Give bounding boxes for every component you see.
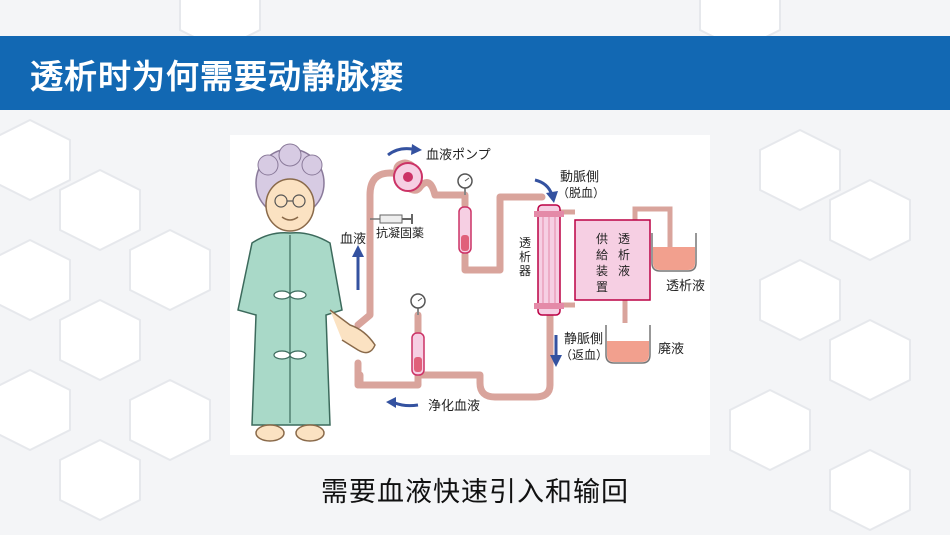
pressure-gauge-arterial <box>457 173 473 195</box>
slide-title: 透析时为何需要动静脉瘘 <box>30 57 404 96</box>
blood-tubing <box>354 159 554 401</box>
label-waste-fluid: 廃液 <box>658 341 684 357</box>
label-dialyzer-ch3: 器 <box>519 264 531 278</box>
label-dialyzer-ch2: 析 <box>519 250 531 264</box>
syringe-icon <box>370 214 413 224</box>
label-purified-blood: 浄化血液 <box>428 399 480 414</box>
label-dialyzer-ch1: 透 <box>519 236 531 250</box>
dialysis-circuit-svg: 血液ポンプ 抗凝固薬 血液 動脈側 （脱血） 静脈側 （返血） 透析液 廃液 浄… <box>237 143 705 442</box>
label-supply-ch4: 置 <box>596 280 608 294</box>
pressure-gauge-venous <box>410 293 426 315</box>
label-arterial-side: 動脈側 <box>560 170 599 185</box>
patient-figure <box>237 143 376 442</box>
label-dialysate-ch2: 析 <box>618 248 630 262</box>
blood-pump <box>393 162 423 192</box>
slide-caption: 需要血液快速引入和输回 <box>321 477 629 508</box>
label-blood-pump: 血液ポンプ <box>426 148 491 163</box>
label-venous-side: 静脈側 <box>564 332 603 347</box>
label-blood: 血液 <box>340 232 366 247</box>
dialysate-container <box>651 233 697 272</box>
drip-chamber-arterial <box>458 206 472 254</box>
dialysis-diagram: 血液ポンプ 抗凝固薬 血液 動脈側 （脱血） 静脈側 （返血） 透析液 廃液 浄… <box>230 135 710 455</box>
label-supply-device-vertical: 供 給 装 置 透 析 液 <box>596 232 630 294</box>
waste-container <box>605 325 651 364</box>
dialysate-supply-device <box>574 219 651 301</box>
label-dialysate-ch1: 透 <box>618 232 630 246</box>
label-venous-side-sub: （返血） <box>560 348 608 362</box>
label-dialysate-ch3: 液 <box>618 263 630 278</box>
label-supply-ch1: 供 <box>596 232 608 246</box>
label-supply-ch3: 装 <box>596 264 608 278</box>
label-arterial-side-sub: （脱血） <box>557 185 605 200</box>
label-dialysate: 透析液 <box>666 279 705 294</box>
title-bar: 透析时为何需要动静脉瘘 <box>0 36 950 110</box>
label-supply-ch2: 給 <box>596 248 608 262</box>
dialyzer <box>534 204 564 316</box>
flow-arrows <box>352 144 562 408</box>
label-anticoagulant: 抗凝固薬 <box>376 225 424 240</box>
label-dialyzer-vertical: 透 析 器 <box>519 236 531 278</box>
drip-chamber-venous <box>411 332 425 376</box>
